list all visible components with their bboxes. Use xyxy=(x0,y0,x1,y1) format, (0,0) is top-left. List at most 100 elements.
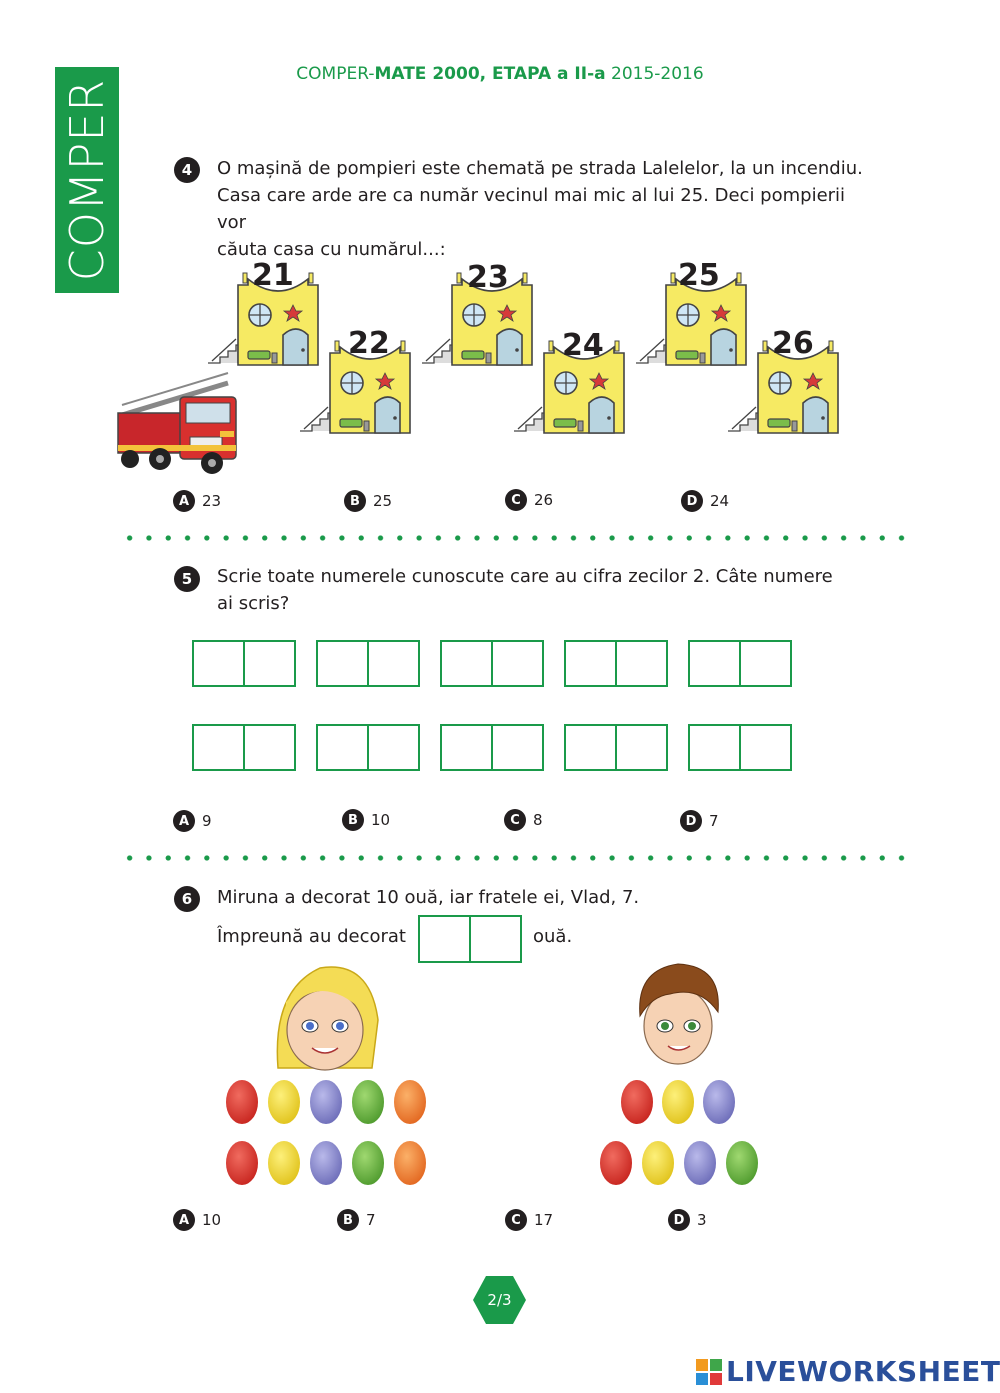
girl-avatar xyxy=(276,966,379,1071)
egg-yellow xyxy=(268,1080,300,1124)
option-letter: A xyxy=(173,1209,195,1231)
answer-box[interactable] xyxy=(440,724,544,771)
q6-option-d[interactable]: D 3 xyxy=(668,1209,707,1231)
q5-line2: ai scris? xyxy=(217,593,290,614)
digit-cell[interactable] xyxy=(442,642,491,685)
house-number-21: 21 xyxy=(252,258,294,293)
option-value: 17 xyxy=(534,1211,554,1229)
page-number-badge: 2/3 xyxy=(472,1274,527,1326)
q6-answer-box[interactable] xyxy=(418,915,522,963)
digit-cell[interactable] xyxy=(491,726,542,769)
comper-logo: COMPER xyxy=(55,67,119,293)
option-value: 26 xyxy=(534,491,554,509)
option-value: 7 xyxy=(366,1211,376,1229)
logo-text: COMPER xyxy=(60,78,114,282)
q4-option-c[interactable]: C 26 xyxy=(505,489,553,511)
house-number-23: 23 xyxy=(467,260,509,295)
option-value: 8 xyxy=(533,811,543,829)
digit-cell[interactable] xyxy=(690,642,739,685)
digit-cell[interactable] xyxy=(442,726,491,769)
option-value: 10 xyxy=(371,811,391,829)
liveworksheets-brand[interactable]: LIVEWORKSHEETS xyxy=(696,1355,1000,1388)
house-number-26: 26 xyxy=(772,326,814,361)
house-number-25: 25 xyxy=(678,258,720,293)
option-value: 3 xyxy=(697,1211,707,1229)
egg-yellow xyxy=(268,1141,300,1185)
digit-cell[interactable] xyxy=(318,726,367,769)
digit-cell[interactable] xyxy=(420,917,469,961)
digit-cell[interactable] xyxy=(615,726,666,769)
option-value: 24 xyxy=(710,492,730,510)
q5-option-c[interactable]: C 8 xyxy=(504,809,543,831)
option-letter: C xyxy=(505,489,527,511)
option-value: 25 xyxy=(373,492,393,510)
egg-red xyxy=(621,1080,653,1124)
digit-cell[interactable] xyxy=(469,917,520,961)
header-year: 2015-2016 xyxy=(611,64,704,84)
q6-text-before-box: Împreună au decorat xyxy=(217,926,406,947)
egg-blue xyxy=(703,1080,735,1124)
egg-green xyxy=(352,1080,384,1124)
digit-cell[interactable] xyxy=(739,726,790,769)
house-number-24: 24 xyxy=(562,328,604,363)
digit-cell[interactable] xyxy=(194,726,243,769)
egg-green xyxy=(352,1141,384,1185)
egg-red xyxy=(226,1141,258,1185)
header-prefix: COMPER- xyxy=(296,64,375,84)
answer-box[interactable] xyxy=(688,724,792,771)
q6-option-a[interactable]: A 10 xyxy=(173,1209,221,1231)
hexagon-icon xyxy=(473,1276,526,1324)
eggs-illustration xyxy=(226,963,758,1185)
answer-box[interactable] xyxy=(192,724,296,771)
digit-cell[interactable] xyxy=(318,642,367,685)
option-value: 7 xyxy=(709,812,719,830)
egg-blue xyxy=(310,1141,342,1185)
q5-option-a[interactable]: A 9 xyxy=(173,810,212,832)
option-letter: B xyxy=(342,809,364,831)
digit-cell[interactable] xyxy=(566,642,615,685)
digit-cell[interactable] xyxy=(615,642,666,685)
houses-illustration: 21 22 23 24 25 26 xyxy=(117,258,839,474)
page-header: COMPER-MATE 2000, ETAPA a II-a 2015-2016 xyxy=(0,64,1000,84)
q6-text-after-box: ouă. xyxy=(533,926,573,947)
digit-cell[interactable] xyxy=(367,642,418,685)
q4-option-b[interactable]: B 25 xyxy=(344,490,392,512)
answer-box[interactable] xyxy=(564,724,668,771)
boy-avatar xyxy=(639,963,719,1065)
answer-box[interactable] xyxy=(192,640,296,687)
digit-cell[interactable] xyxy=(690,726,739,769)
header-main: MATE 2000, ETAPA a II-a xyxy=(374,64,606,84)
option-letter: C xyxy=(504,809,526,831)
digit-cell[interactable] xyxy=(367,726,418,769)
answer-box[interactable] xyxy=(564,640,668,687)
digit-cell[interactable] xyxy=(491,642,542,685)
brand-name: LIVEWORKSHEETS xyxy=(726,1355,1000,1388)
option-letter: D xyxy=(680,810,702,832)
option-value: 9 xyxy=(202,812,212,830)
question-5-number: 5 xyxy=(174,566,200,592)
liveworksheets-logo-icon xyxy=(696,1358,722,1385)
q4-option-a[interactable]: A 23 xyxy=(173,490,221,512)
q5-option-b[interactable]: B 10 xyxy=(342,809,390,831)
house-number-22: 22 xyxy=(348,326,390,361)
q6-option-c[interactable]: C 17 xyxy=(505,1209,553,1231)
q4-option-d[interactable]: D 24 xyxy=(681,490,729,512)
digit-cell[interactable] xyxy=(194,642,243,685)
digit-cell[interactable] xyxy=(243,726,294,769)
q4-line1: O mașină de pompieri este chemată pe str… xyxy=(217,158,863,179)
egg-yellow xyxy=(642,1141,674,1185)
q5-line1: Scrie toate numerele cunoscute care au c… xyxy=(217,566,833,587)
digit-cell[interactable] xyxy=(566,726,615,769)
egg-blue xyxy=(684,1141,716,1185)
digit-cell[interactable] xyxy=(243,642,294,685)
q6-option-b[interactable]: B 7 xyxy=(337,1209,376,1231)
answer-box[interactable] xyxy=(688,640,792,687)
option-letter: A xyxy=(173,810,195,832)
egg-yellow xyxy=(662,1080,694,1124)
digit-cell[interactable] xyxy=(739,642,790,685)
q5-option-d[interactable]: D 7 xyxy=(680,810,719,832)
answer-box[interactable] xyxy=(440,640,544,687)
egg-red xyxy=(600,1141,632,1185)
answer-box[interactable] xyxy=(316,724,420,771)
answer-box[interactable] xyxy=(316,640,420,687)
